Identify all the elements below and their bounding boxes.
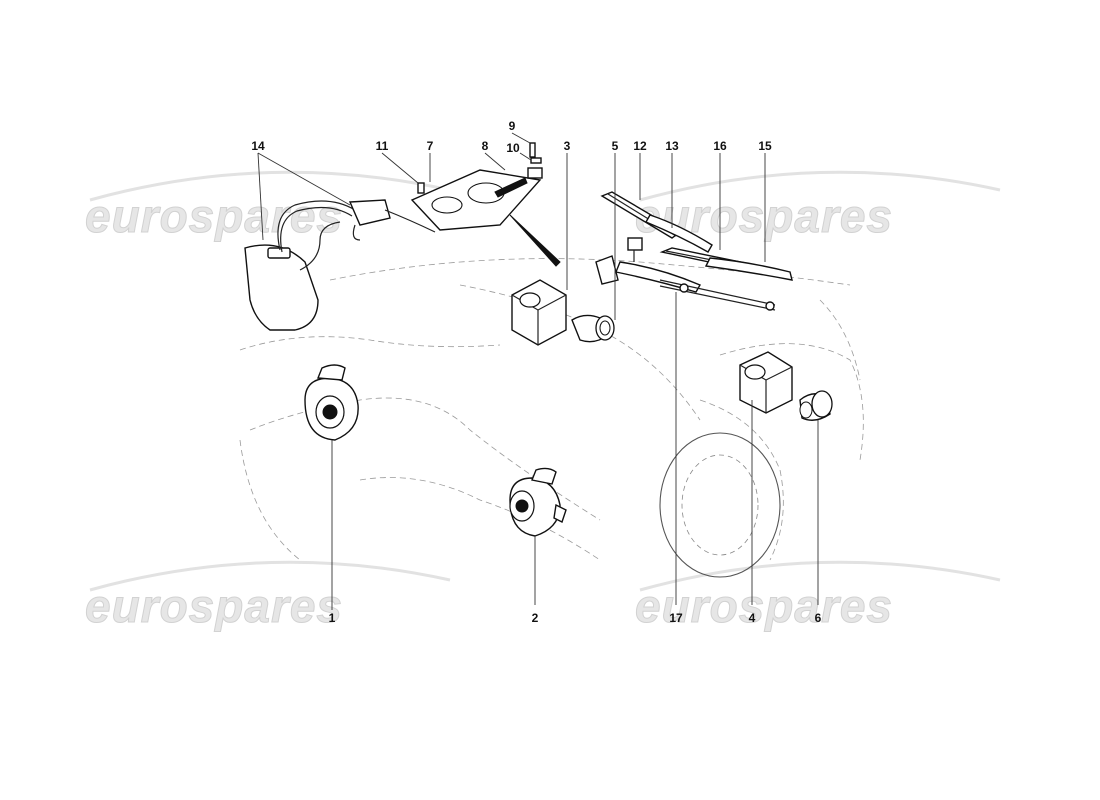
callout-2: 2 <box>532 611 539 625</box>
callout-11: 11 <box>376 139 389 153</box>
callout-7: 7 <box>427 139 434 153</box>
wiper-assembly <box>595 191 793 311</box>
callout-5: 5 <box>612 139 619 153</box>
callout-17: 17 <box>669 611 683 625</box>
callout-1: 1 <box>329 611 336 625</box>
mounting-plate-assembly <box>410 142 561 267</box>
watermark-bottom-right: eurospares <box>635 580 893 632</box>
callout-8: 8 <box>482 139 489 153</box>
watermark-top-left: eurospares <box>85 190 343 242</box>
callout-15: 15 <box>758 139 772 153</box>
blower-fan-1 <box>304 364 359 441</box>
callout-13: 13 <box>665 139 679 153</box>
watermark-bottom-left: eurospares <box>85 580 343 632</box>
callout-6: 6 <box>815 611 822 625</box>
callout-12: 12 <box>633 139 647 153</box>
callout-4: 4 <box>749 611 756 625</box>
watermark-group: eurospares eurospares eurospares eurospa… <box>85 170 1001 633</box>
callout-14: 14 <box>251 139 265 153</box>
blower-box-left <box>511 279 567 346</box>
washer-reservoir-assembly <box>244 199 436 331</box>
callout-10: 10 <box>506 141 520 155</box>
callout-3: 3 <box>564 139 571 153</box>
leader-lines <box>257 132 819 610</box>
duct-elbow-left <box>571 314 615 343</box>
blower-fan-2 <box>509 467 567 537</box>
callout-labels: 1 2 3 4 5 6 7 8 9 10 11 12 13 14 15 16 1… <box>251 119 821 625</box>
callout-9: 9 <box>509 119 516 133</box>
duct-elbow-right <box>799 390 833 421</box>
callout-16: 16 <box>713 139 727 153</box>
blower-box-right <box>739 351 793 414</box>
